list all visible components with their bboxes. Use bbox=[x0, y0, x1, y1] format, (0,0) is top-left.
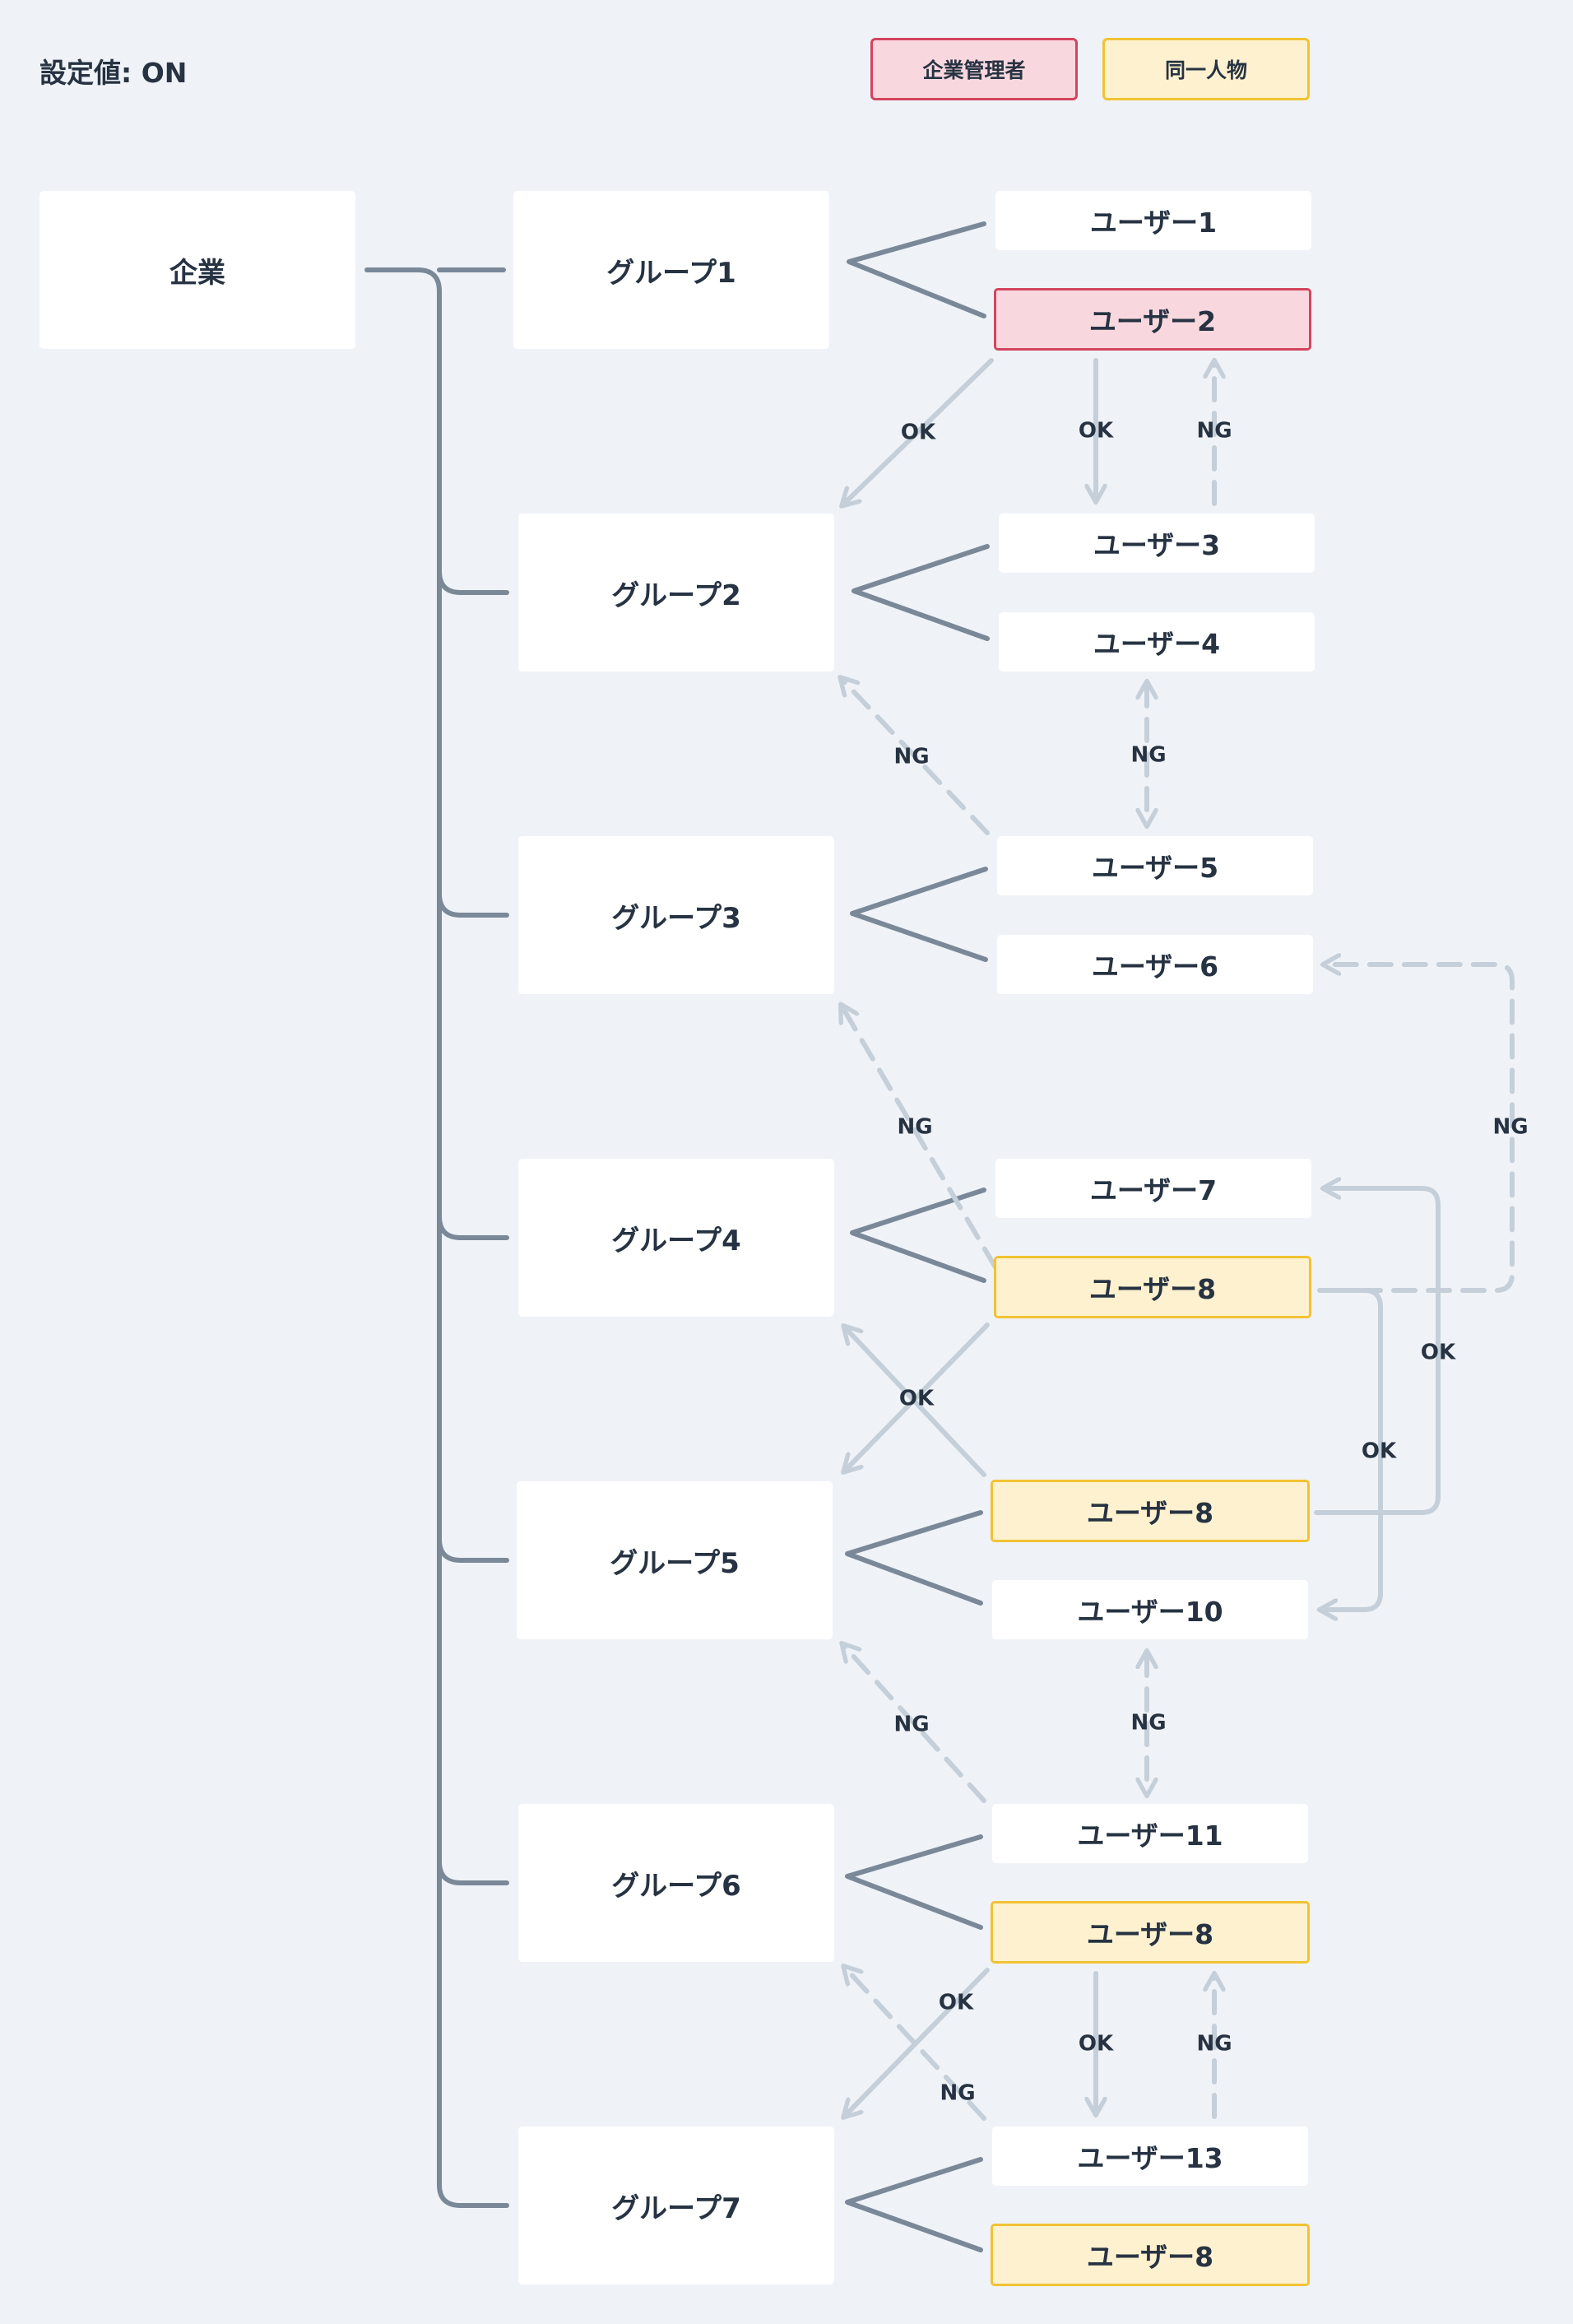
user-node-1-1[interactable]: ユーザー1 bbox=[995, 191, 1311, 250]
relation-label-ng-15: NG bbox=[1196, 2032, 1232, 2057]
relation-label-ok-8: OK bbox=[1421, 1341, 1456, 1365]
relation-label-ng-12: NG bbox=[1130, 1711, 1166, 1736]
group-user-fan-3 bbox=[850, 867, 988, 962]
relation-u13-to-g6 bbox=[846, 1968, 986, 2121]
user-node-2-1[interactable]: ユーザー3 bbox=[999, 514, 1315, 573]
group-branch-4 bbox=[437, 1214, 509, 1240]
relation-label-ok-14: OK bbox=[1079, 2032, 1114, 2057]
legend-admin: 企業管理者 bbox=[870, 38, 1078, 100]
group-node-5[interactable]: グループ5 bbox=[517, 1481, 833, 1639]
group-user-fan-4 bbox=[850, 1188, 986, 1283]
group-branch-2 bbox=[437, 569, 509, 595]
relation-u5-to-g2 bbox=[842, 680, 990, 835]
relation-label-layer: OK OK NG NG NG NG NG OK OK OK NG NG OK OK NG NG bbox=[893, 419, 1528, 2106]
group-node-3[interactable]: グループ3 bbox=[518, 836, 834, 994]
group-node-6[interactable]: グループ6 bbox=[518, 1804, 834, 1962]
user-node-6-2[interactable]: ユーザー8 bbox=[991, 1901, 1310, 1964]
relation-label-ok-1: OK bbox=[901, 421, 936, 445]
user-node-5-1[interactable]: ユーザー8 bbox=[991, 1480, 1310, 1542]
group-user-fan-6 bbox=[845, 1834, 983, 1930]
relation-label-ok-10: OK bbox=[1362, 1439, 1397, 1464]
relation-label-ng-11: NG bbox=[893, 1713, 929, 1737]
user-node-7-1[interactable]: ユーザー13 bbox=[992, 2126, 1308, 2186]
relation-u8c-to-g7 bbox=[846, 1968, 990, 2115]
relation-u8-to-u10 bbox=[1320, 1288, 1383, 1610]
relation-u2-to-g2 bbox=[844, 358, 994, 504]
relation-label-ng-16: NG bbox=[940, 2081, 975, 2106]
relation-u11-to-g5 bbox=[844, 1646, 986, 1803]
group-user-fan-5 bbox=[845, 1510, 983, 1606]
relation-u8-to-g5 bbox=[846, 1322, 990, 1470]
group-user-fan-7 bbox=[845, 2157, 983, 2252]
relation-label-ng-7: NG bbox=[1492, 1115, 1528, 1140]
group-node-4[interactable]: グループ4 bbox=[518, 1159, 834, 1317]
user-node-2-2[interactable]: ユーザー4 bbox=[999, 612, 1315, 672]
relation-u8-to-u6 bbox=[1325, 964, 1515, 1293]
group-node-2[interactable]: グループ2 bbox=[518, 514, 834, 672]
relation-label-ng-6: NG bbox=[897, 1115, 932, 1140]
group-branch-6 bbox=[437, 1859, 509, 1885]
relation-label-ok-9: OK bbox=[899, 1387, 935, 1411]
setting-key: 設定値: bbox=[39, 57, 132, 89]
tree-layer bbox=[364, 221, 990, 2252]
setting-value: ON bbox=[141, 57, 188, 89]
relation-label-ng-3: NG bbox=[1196, 419, 1232, 444]
user-node-4-1[interactable]: ユーザー7 bbox=[995, 1159, 1311, 1218]
group-user-fan-2 bbox=[851, 544, 990, 641]
relation-u8-to-g3 bbox=[842, 1007, 998, 1270]
user-node-6-1[interactable]: ユーザー11 bbox=[992, 1804, 1308, 1863]
group-node-1[interactable]: グループ1 bbox=[513, 191, 829, 349]
relation-label-ng-4: NG bbox=[893, 745, 929, 769]
company-node[interactable]: 企業 bbox=[39, 191, 355, 349]
relation-layer bbox=[842, 358, 1515, 2121]
group-branch-5 bbox=[437, 1536, 509, 1563]
relation-label-ok-2: OK bbox=[1079, 419, 1114, 444]
user-node-3-2[interactable]: ユーザー6 bbox=[997, 935, 1313, 994]
relation-u8b-to-u7 bbox=[1314, 1188, 1441, 1515]
company-trunk-line bbox=[364, 267, 509, 2208]
user-node-7-2[interactable]: ユーザー8 bbox=[991, 2224, 1310, 2286]
legend-same-person: 同一人物 bbox=[1102, 38, 1310, 100]
group-branch-3 bbox=[437, 891, 509, 918]
user-node-5-2[interactable]: ユーザー10 bbox=[992, 1580, 1308, 1639]
relation-u8b-to-g4 bbox=[846, 1328, 986, 1477]
user-node-1-2[interactable]: ユーザー2 bbox=[994, 288, 1311, 351]
relation-label-ok-13: OK bbox=[939, 1991, 974, 2015]
group-user-fan-1 bbox=[847, 221, 986, 318]
user-node-3-1[interactable]: ユーザー5 bbox=[997, 836, 1313, 895]
setting-label: 設定値: ON bbox=[39, 51, 187, 91]
relation-label-ng-5: NG bbox=[1130, 743, 1166, 768]
user-node-4-2[interactable]: ユーザー8 bbox=[994, 1256, 1311, 1318]
group-node-7[interactable]: グループ7 bbox=[518, 2126, 834, 2284]
